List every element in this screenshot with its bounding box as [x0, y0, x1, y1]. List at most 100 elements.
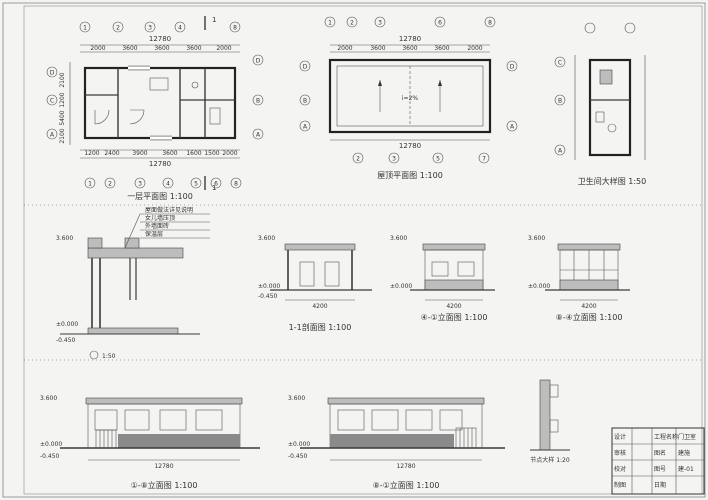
title-block-border	[611, 427, 705, 495]
grid-bubble-label: A	[510, 124, 515, 131]
section-level: -0.450	[258, 293, 278, 300]
wall-section-note: 保温层	[145, 230, 163, 238]
roof-plan-title: 屋顶平面图 1:100	[377, 171, 443, 180]
node-detail: 节点大样 1:20	[530, 379, 570, 464]
elev-level: 3.600	[528, 235, 545, 242]
node-title: 节点大样 1:20	[530, 456, 570, 464]
front-elevation: 12780 3.600 ±0.000 -0.450 ①-⑧立面图 1:100	[40, 395, 260, 490]
title-block-cell: 建施	[678, 449, 690, 457]
grid-bubble-label: B	[256, 98, 260, 105]
elev-dim: 4200	[446, 303, 461, 310]
grid-bubble-label: 8	[233, 25, 237, 32]
grid-bubble-label: 1	[88, 181, 92, 188]
plan-side-dim: 2100	[59, 128, 66, 143]
title-block-cell: 工程名称	[654, 433, 678, 441]
grid-bubble-label: D	[256, 58, 261, 65]
elev-level: ±0.000	[528, 283, 550, 290]
wall-level: -0.450	[56, 337, 76, 344]
plan-bottom-dim: 3900	[132, 150, 147, 157]
grid-bubble-label: 5	[436, 156, 440, 163]
section-1-1: 4200 3.600 ±0.000 -0.450 1-1剖面图 1:100	[258, 235, 372, 332]
plan-overall-dim-bottom: 12780	[149, 160, 171, 168]
grid-bubble-label: 1	[83, 25, 87, 32]
grid-bubble-label: 3	[392, 156, 396, 163]
section-level: 3.600	[258, 235, 275, 242]
plan-side-dim: 2100	[59, 72, 66, 87]
grid-bubble-label: 8	[488, 20, 492, 27]
grid-bubble-label: C	[558, 60, 562, 67]
grid-bubble-label: 6	[214, 181, 218, 188]
back-elevation: 12780 3.600 ±0.000 -0.450 ⑧-①立面图 1:100	[288, 395, 505, 490]
elev-dim: 12780	[396, 463, 415, 470]
section-title: 1-1剖面图 1:100	[289, 322, 352, 332]
elev-title: ①-⑧立面图 1:100	[131, 480, 198, 490]
plan-outline	[83, 66, 237, 140]
grid-bubble-label: A	[558, 148, 563, 155]
wall-section-note: 外墙面砖	[145, 222, 169, 230]
detail-plan-title: 卫生间大样图 1:50	[578, 176, 647, 186]
title-block-cell: 制图	[614, 481, 626, 489]
title-block-cell: 日期	[654, 481, 666, 489]
elev-title: ⑧-①立面图 1:100	[373, 480, 440, 490]
roof-overall-dim: 12780	[399, 35, 421, 43]
plan-overall-dim: 12780	[149, 35, 171, 43]
plan-bottom-dim: 1200	[84, 150, 99, 157]
grid-bubble-label: A	[303, 124, 308, 131]
grid-bubble-label: 4	[178, 25, 182, 32]
grid-bubble-label: B	[558, 98, 562, 105]
wall-section-label: 1:50	[102, 353, 116, 360]
grid-bubble-label: 7	[482, 156, 486, 163]
floor-plan: 12780 2000 3600 3600 3600 2000 1200 2400…	[46, 16, 264, 201]
floor-plan-title: 一层平面图 1:100	[127, 192, 193, 201]
elev-title: ⑧-④立面图 1:100	[556, 312, 623, 322]
roof-top-dim: 3600	[370, 45, 385, 52]
elev-level: ±0.000	[390, 283, 412, 290]
elev-level: ±0.000	[288, 441, 310, 448]
roof-top-dim: 2000	[467, 45, 482, 52]
section-mark: 1	[212, 16, 216, 24]
grid-bubble-label: 2	[116, 25, 120, 32]
plan-top-dim: 2000	[216, 45, 231, 52]
title-block-cell: 图名	[654, 449, 666, 457]
roof-top-dim: 3600	[434, 45, 449, 52]
title-block: 设计工程名称门卫室审核图名建施校对图号建-01制图日期	[611, 427, 705, 495]
roof-overall-dim-bottom: 12780	[399, 142, 421, 150]
grid-bubble-label: 3	[148, 25, 152, 32]
elev-dim: 4200	[581, 303, 596, 310]
section-level: ±0.000	[258, 283, 280, 290]
wall-section: 屋面做法详见说明 女儿墙压顶 外墙面砖 保温层 3.600 ±0.000 -0.…	[56, 206, 210, 360]
inner-frame	[23, 5, 703, 495]
title-block-cell: 建-01	[678, 465, 694, 473]
grid-bubble-label: B	[303, 98, 307, 105]
grid-bubble-label: 2	[350, 20, 354, 27]
grid-bubble-label: 2	[108, 181, 112, 188]
plan-top-dim: 3600	[122, 45, 137, 52]
title-block-cell: 图号	[654, 466, 666, 473]
grid-bubble-label: 8	[234, 181, 238, 188]
plan-side-dim: 5400	[59, 110, 66, 125]
title-block-cell: 审核	[614, 449, 626, 457]
title-block-cell: 校对	[614, 465, 626, 473]
grid-bubble-label: D	[510, 64, 515, 71]
plan-bottom-dim: 2400	[104, 150, 119, 157]
plan-bottom-dim: 1500	[204, 150, 219, 157]
plan-side-dim: 1200	[59, 92, 66, 107]
grid-bubble-label: 2	[356, 156, 360, 163]
section-dim: 4200	[312, 303, 327, 310]
wall-level: 3.600	[56, 235, 73, 242]
elev-dim: 12780	[154, 463, 173, 470]
plan-bottom-dim: 3600	[162, 150, 177, 157]
roof-plan: 12780 2000 3600 3600 3600 2000 i=2% 1278…	[299, 16, 518, 180]
roof-top-dim: 2000	[337, 45, 352, 52]
elev-level: ±0.000	[40, 441, 62, 448]
plan-top-dim: 2000	[90, 45, 105, 52]
plan-bottom-dim: 2000	[222, 150, 237, 157]
grid-bubble-label: 5	[194, 181, 198, 188]
wall-section-note: 女儿墙压顶	[145, 214, 175, 222]
title-block-cell: 设计	[614, 433, 626, 441]
plan-top-dim: 3600	[186, 45, 201, 52]
plan-bottom-dim: 1600	[186, 150, 201, 157]
